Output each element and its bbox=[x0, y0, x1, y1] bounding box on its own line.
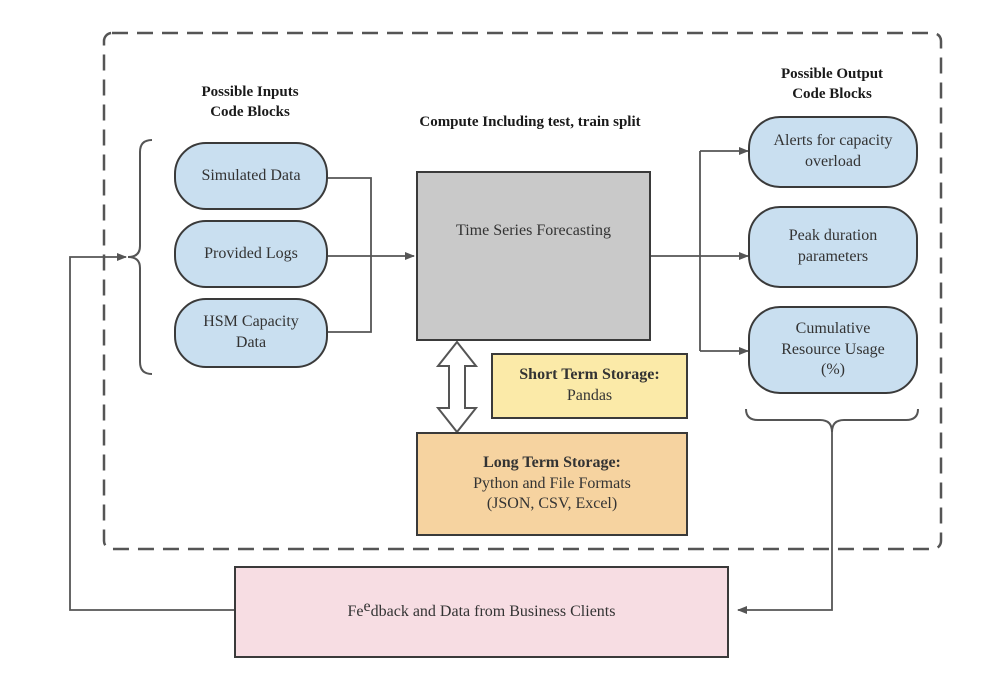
hsm-data-connector bbox=[308, 256, 372, 333]
short-term-storage-title: Short Term Storage: bbox=[519, 366, 660, 384]
output-alerts-line2: overload bbox=[805, 153, 861, 170]
short-term-storage-box: Short Term Storage: Pandas bbox=[491, 353, 688, 419]
input-hsm-capacity-line1: HSM Capacity bbox=[203, 313, 299, 331]
system-boundary bbox=[102, 31, 943, 551]
time-series-forecasting-box: Time Series Forecasting bbox=[416, 171, 651, 341]
storage-double-arrow bbox=[435, 340, 479, 434]
outputs-heading-line2: Code Blocks bbox=[792, 86, 872, 103]
inputs-brace bbox=[127, 139, 153, 375]
output-cumulative-line3: (%) bbox=[821, 361, 845, 379]
input-provided-logs-label: Provided Logs bbox=[204, 244, 298, 262]
output-cumulative-usage: Cumulative Resource Usage (%) bbox=[748, 306, 918, 394]
inputs-heading-line2: Code Blocks bbox=[210, 104, 290, 121]
feedback-label-start: Fe bbox=[347, 602, 364, 620]
output-cumulative-line1: Cumulative bbox=[795, 319, 871, 337]
outputs-heading: Possible Output Code Blocks bbox=[748, 64, 916, 105]
feedback-label-raised-letter: e bbox=[363, 597, 371, 615]
output-alerts: Alerts for capacity overload bbox=[748, 116, 918, 188]
feedback-to-inputs-loop bbox=[69, 253, 234, 611]
output-peak-line1: Peak duration bbox=[788, 227, 878, 245]
input-simulated-data-label: Simulated Data bbox=[201, 166, 301, 184]
input-hsm-capacity-line2: Data bbox=[235, 334, 267, 351]
outputs-brace bbox=[745, 408, 919, 433]
output-peak-line2: parameters bbox=[797, 248, 869, 265]
output-to-feedback-arrow bbox=[737, 432, 833, 614]
input-hsm-capacity-data: HSM Capacity Data bbox=[174, 298, 328, 368]
long-term-storage-line2: (JSON, CSV, Excel) bbox=[486, 495, 618, 513]
simulated-data-connector bbox=[308, 177, 372, 256]
short-term-storage-body: Pandas bbox=[566, 387, 613, 404]
time-series-forecasting-label: Time Series Forecasting bbox=[456, 222, 611, 239]
feedback-label-end: dback and Data from Business Clients bbox=[370, 602, 616, 620]
outputs-heading-line1: Possible Output bbox=[780, 66, 884, 82]
inputs-heading: Possible Inputs Code Blocks bbox=[162, 82, 338, 123]
long-term-storage-line1: Python and File Formats bbox=[473, 474, 631, 492]
compute-heading: Compute Including test, train split bbox=[419, 114, 641, 130]
long-term-storage-title: Long Term Storage: bbox=[483, 453, 621, 471]
input-provided-logs: Provided Logs bbox=[174, 220, 328, 288]
long-term-storage-box: Long Term Storage: Python and File Forma… bbox=[416, 432, 688, 536]
output-cumulative-line2: Resource Usage bbox=[781, 340, 885, 358]
output-alerts-line1: Alerts for capacity bbox=[773, 132, 893, 150]
inputs-heading-line1: Possible Inputs bbox=[201, 84, 299, 100]
output-peak-duration: Peak duration parameters bbox=[748, 206, 918, 288]
input-simulated-data: Simulated Data bbox=[174, 142, 328, 210]
